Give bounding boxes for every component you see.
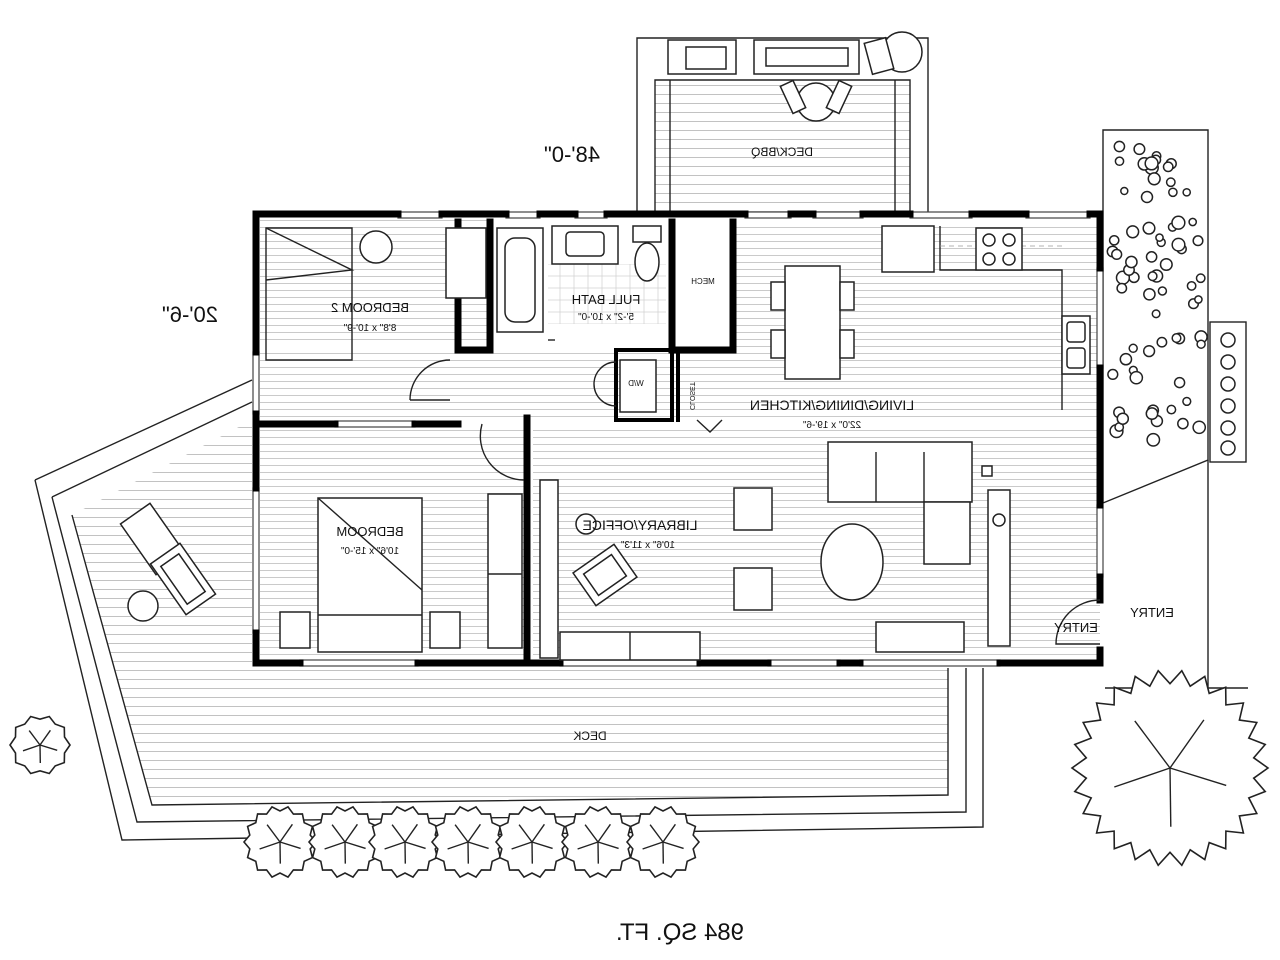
wd-label: W/D: [628, 379, 644, 388]
sofa: [827, 441, 973, 503]
bedroom-2-size: 8'8" x 10'-9": [343, 323, 396, 334]
walls: [252, 210, 1104, 667]
bedroom-furniture: [279, 493, 523, 653]
bookshelf: [539, 479, 559, 659]
planting-bed: [1102, 129, 1248, 689]
closet-label: CLOSET: [688, 381, 695, 410]
chaise: [923, 501, 971, 565]
deck-label: DECK: [573, 729, 606, 743]
living-furniture: [733, 225, 1101, 653]
bedroom-2-furniture: [265, 227, 487, 401]
armchair: [733, 567, 773, 611]
labels: 48'-0" 20'-6" DECK/BBQ BEDROOM 2 8'8" x …: [162, 142, 1174, 946]
laundry: [593, 359, 723, 433]
trees: [9, 669, 1270, 879]
armchair: [733, 487, 773, 531]
cooktop: [975, 227, 1023, 271]
bed: [317, 497, 423, 653]
library-label: LIBRARY/OFFICE: [583, 517, 698, 533]
depth-dimension: 20'-6": [162, 302, 218, 327]
bath-fixtures: [496, 225, 662, 341]
bbq-deck: [636, 31, 929, 213]
mech-label: MECH: [691, 277, 715, 286]
dining-table: [784, 265, 841, 380]
toilet: [632, 225, 662, 243]
entry-inside-label: ENTRY: [1054, 620, 1098, 635]
media-cabinet: [875, 621, 965, 653]
living-label: LIVING/DINING/KITCHEN: [750, 397, 914, 413]
full-bath-label: FULL BATH: [572, 292, 641, 307]
fridge: [881, 225, 935, 273]
closet-wardrobe: [487, 493, 523, 649]
bedroom-2-label: BEDROOM 2: [331, 300, 409, 315]
full-bath-size: 5'-2" x 10'-0": [578, 312, 634, 323]
coffee-table: [820, 523, 884, 601]
entry-outside-label: ENTRY: [1130, 605, 1174, 620]
side-table: [127, 590, 159, 622]
nightstand: [359, 230, 393, 264]
bedroom-size: 10'6" x 15'-0": [340, 546, 399, 557]
total-area: 984 SQ. FT.: [616, 919, 744, 946]
library-size: 10'6" x 11'3": [621, 540, 676, 551]
nightstand: [429, 611, 461, 649]
width-dimension: 48'-0": [544, 142, 600, 167]
deck-bbq-label: DECK/BBQ: [751, 145, 813, 159]
dresser: [445, 227, 487, 299]
nightstand: [279, 611, 311, 649]
library-furniture: [479, 423, 701, 661]
bedroom-label: BEDROOM: [336, 524, 403, 539]
console: [987, 489, 1011, 647]
living-size: 22'0" x 19'-6": [802, 420, 861, 431]
